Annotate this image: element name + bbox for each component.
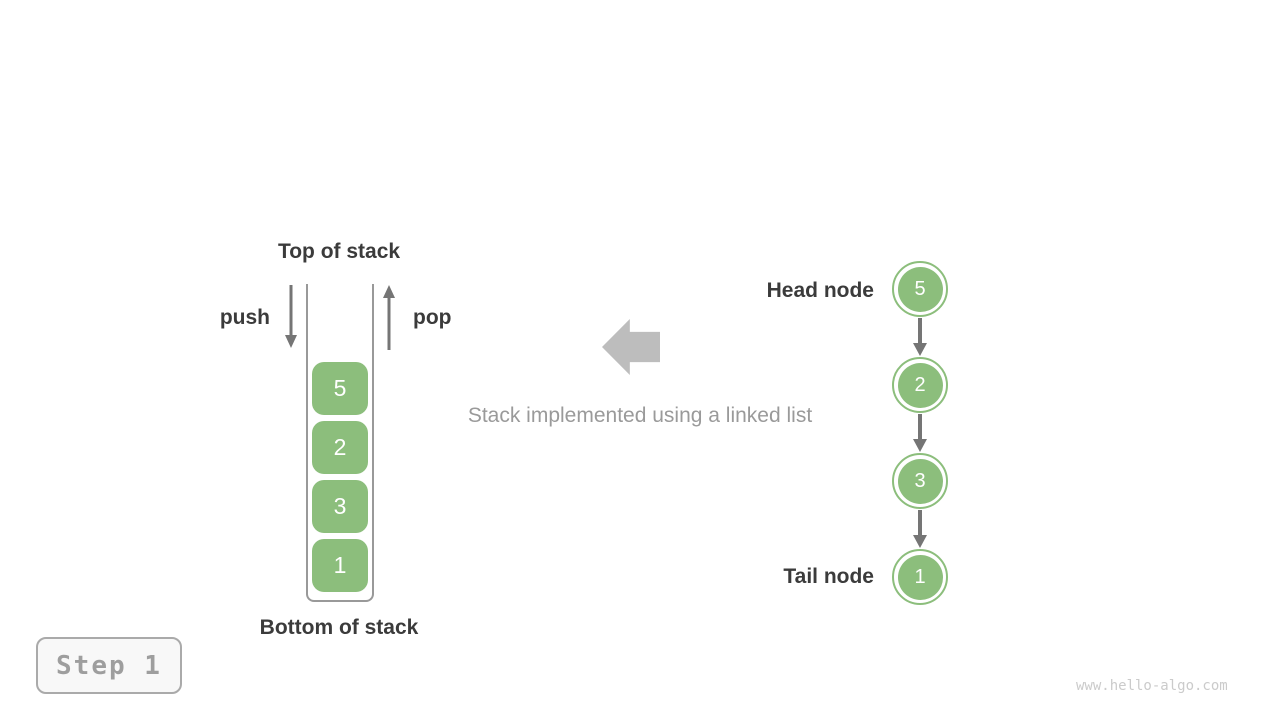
arrow-head [913, 343, 927, 356]
arrow-shaft [387, 296, 391, 350]
arrow-shaft [289, 285, 293, 337]
stack-item: 5 [312, 362, 368, 415]
left-block-arrow-icon [602, 319, 660, 375]
push-arrow-icon [284, 285, 298, 348]
list-node: 2 [892, 357, 948, 413]
list-node: 3 [892, 453, 948, 509]
list-node-value: 5 [897, 266, 943, 312]
arrow-head [285, 335, 297, 348]
arrow-shaft [918, 318, 922, 345]
list-link-arrow-icon [913, 318, 927, 356]
tail-node-label: Tail node [783, 565, 874, 588]
stack-item: 1 [312, 539, 368, 592]
list-node-value: 2 [897, 362, 943, 408]
arrow-head [913, 535, 927, 548]
arrow-head [913, 439, 927, 452]
step-badge: Step 1 [36, 637, 182, 694]
list-node-value: 1 [897, 554, 943, 600]
list-link-arrow-icon [913, 414, 927, 452]
arrow-head [383, 285, 395, 298]
list-link-arrow-icon [913, 510, 927, 548]
bottom-of-stack-label: Bottom of stack [259, 616, 419, 639]
head-node-label: Head node [766, 279, 874, 302]
arrow-shaft [918, 414, 922, 441]
list-node: 1 [892, 549, 948, 605]
pop-label: pop [413, 306, 452, 329]
watermark: www.hello-algo.com [1076, 678, 1228, 694]
stack-container [306, 284, 374, 602]
stack-item: 2 [312, 421, 368, 474]
pop-arrow-icon [382, 285, 396, 350]
list-node-value: 3 [897, 458, 943, 504]
diagram-caption: Stack implemented using a linked list [467, 404, 813, 427]
push-label: push [219, 306, 270, 329]
top-of-stack-label: Top of stack [277, 240, 401, 263]
list-node: 5 [892, 261, 948, 317]
stack-item: 3 [312, 480, 368, 533]
arrow-shaft [918, 510, 922, 537]
